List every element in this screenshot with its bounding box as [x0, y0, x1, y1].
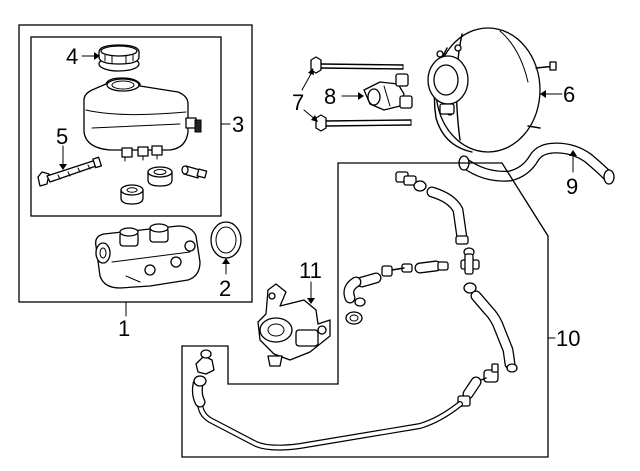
reservoir-assembly-box [30, 36, 222, 217]
callout-6: 6 [563, 82, 575, 107]
reservoir-cap [98, 44, 140, 72]
reservoir-plug [181, 165, 208, 179]
callout-7: 7 [292, 90, 304, 115]
hose-fitting-lower-left [193, 349, 215, 387]
callout-11: 11 [299, 258, 322, 283]
vacuum-hose [458, 142, 615, 185]
callout-3: 3 [232, 112, 244, 137]
vacuum-check-valve [363, 73, 413, 111]
reservoir-grommet-large [147, 166, 173, 187]
reservoir-grommet-small [120, 184, 144, 205]
callout-9: 9 [566, 174, 578, 199]
master-cylinder-body [95, 223, 201, 289]
master-cylinder-assembly-box [18, 24, 253, 303]
vacuum-pump-hose-assembly-box [181, 162, 549, 458]
callout-1: 1 [118, 316, 130, 341]
callout-4: 4 [66, 44, 78, 69]
master-cylinder-seal [210, 221, 242, 259]
brake-booster [427, 27, 557, 153]
mounting-bolt-lower [315, 114, 412, 132]
mounting-bolt-upper [310, 56, 404, 74]
leader-lines [59, 52, 577, 339]
hose-tee-fitting [460, 253, 480, 275]
hose-clamp [345, 311, 363, 325]
fluid-level-sensor [37, 156, 103, 187]
hose-fitting-upper [395, 171, 427, 192]
vacuum-pump [257, 283, 331, 367]
callout-2: 2 [219, 276, 231, 301]
callout-5: 5 [56, 124, 68, 149]
vacuum-pump-hose-lines [191, 171, 518, 451]
reservoir-tank [83, 77, 202, 162]
callout-8: 8 [324, 84, 336, 109]
callout-10: 10 [556, 326, 580, 351]
